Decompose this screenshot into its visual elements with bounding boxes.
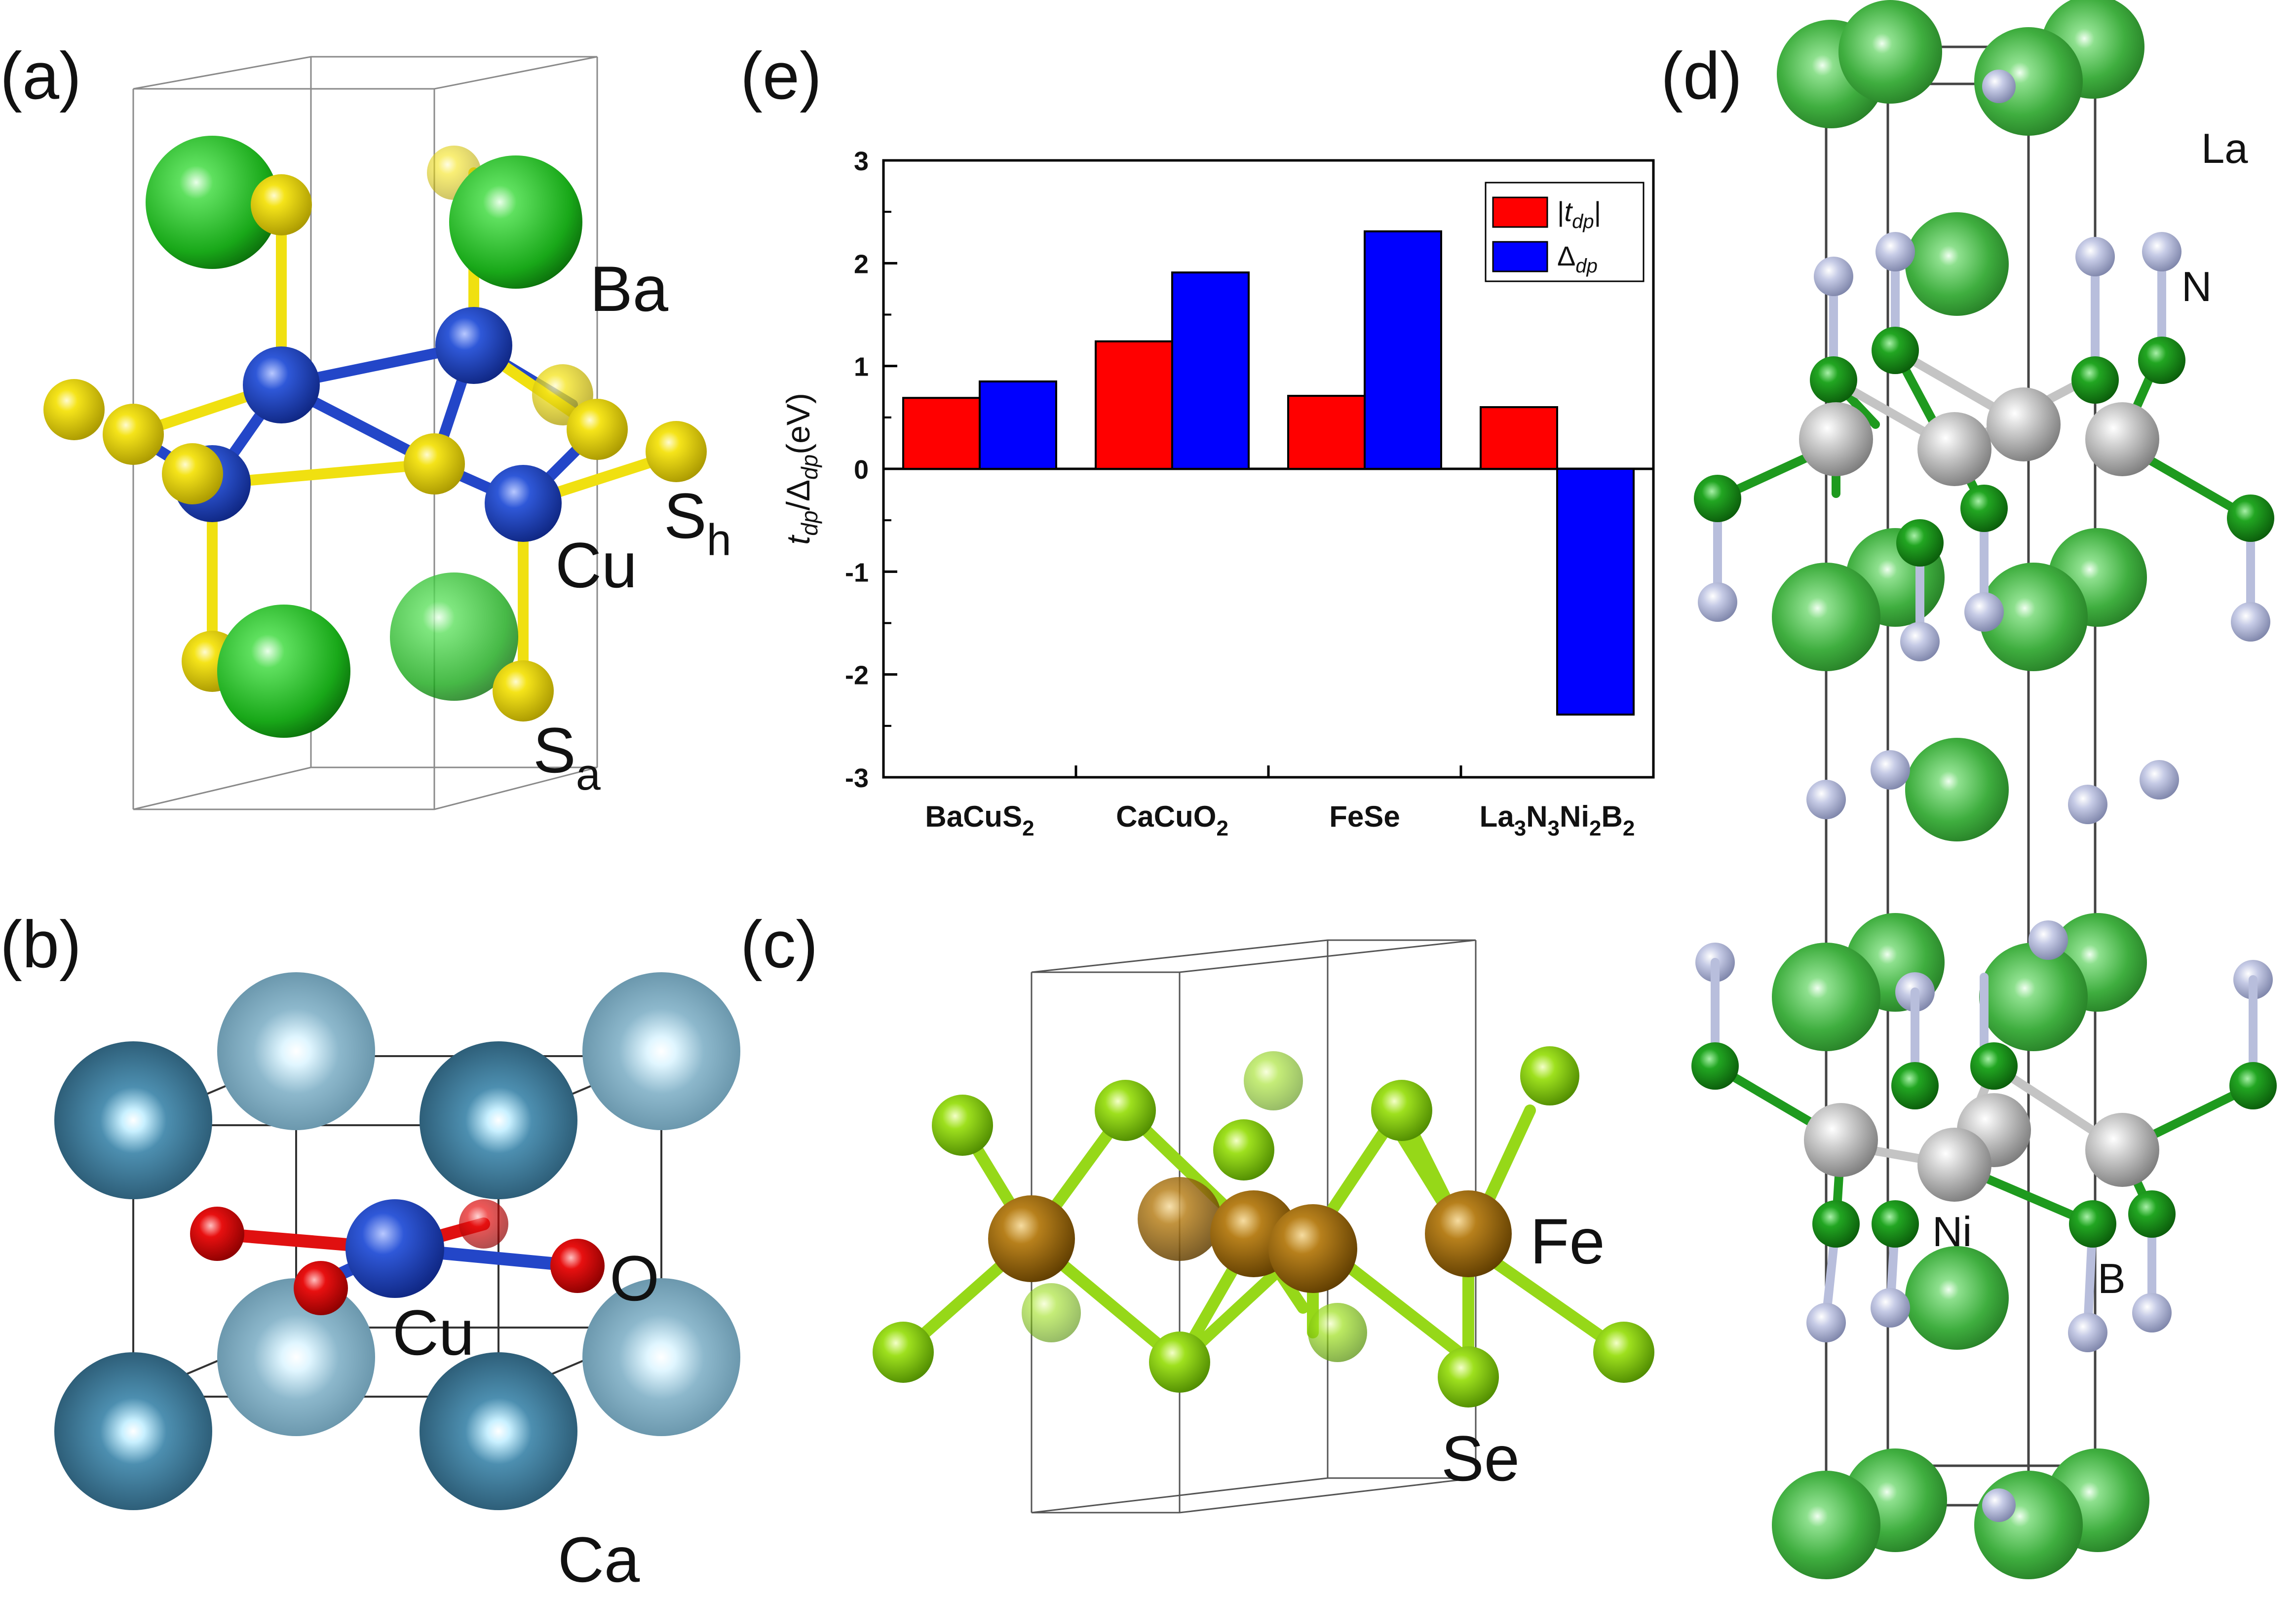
ca-atom	[54, 1352, 212, 1510]
o-label: O	[610, 1242, 659, 1314]
la-label: La	[2201, 125, 2248, 172]
legend-label: Δdp	[1557, 240, 1598, 277]
y-tick-label: -1	[845, 558, 869, 587]
x-category-label: FeSe	[1329, 800, 1400, 833]
fe-atom	[1268, 1204, 1357, 1293]
s-atom	[103, 404, 164, 465]
fe-atom	[988, 1195, 1075, 1282]
ca-atom	[420, 1041, 577, 1199]
ca-atom	[420, 1352, 577, 1510]
bar-delta-dp	[1556, 468, 1635, 716]
panel-b-cacuo2-structure: (b) Cu O Ca	[0, 907, 740, 1596]
bar-tdp	[1287, 395, 1366, 470]
x-category-label: BaCuS2	[925, 800, 1034, 840]
panel-e-label: (e)	[740, 38, 822, 113]
legend-swatch	[1492, 241, 1548, 272]
bar-delta-dp	[979, 380, 1057, 470]
legend-label: |tdp|	[1557, 196, 1601, 232]
se-atom	[873, 1322, 934, 1383]
se-atom	[1244, 1051, 1303, 1110]
y-tick-label: 3	[854, 147, 869, 176]
panel-a-bacus2-structure: (a)	[0, 38, 731, 810]
x-category-label: CaCuO2	[1116, 800, 1228, 840]
se-atom	[1438, 1346, 1499, 1408]
s-atom	[493, 660, 554, 722]
y-tick-label: 0	[854, 455, 869, 485]
y-tick-label: -2	[845, 661, 869, 690]
s-atom	[43, 379, 105, 440]
y-tick-label: 1	[854, 352, 869, 382]
ca-atom	[582, 972, 740, 1130]
panel-d-la3n3ni2b2-structure: (d)	[1661, 0, 2277, 1579]
ca-atom	[582, 1278, 740, 1436]
se-atom	[1213, 1119, 1274, 1180]
ba-atom	[390, 572, 518, 701]
cu-atom	[435, 307, 512, 384]
b-atoms	[1694, 327, 2274, 567]
bar-tdp	[1095, 340, 1173, 470]
se-label: Se	[1441, 1422, 1520, 1494]
se-atom	[1308, 1303, 1367, 1362]
o-atom	[190, 1207, 244, 1261]
fe-label: Fe	[1530, 1205, 1605, 1277]
legend-swatch	[1492, 196, 1548, 228]
cu-label: Cu	[392, 1296, 474, 1369]
y-tick-label: 2	[854, 249, 869, 279]
bar-delta-dp	[1364, 230, 1442, 470]
ba-label: Ba	[590, 253, 669, 325]
n-label: N	[2181, 264, 2212, 310]
ni-label: Ni	[1932, 1209, 1972, 1256]
s-atom	[251, 174, 312, 235]
ca-atom	[217, 1278, 375, 1436]
se-atom	[1095, 1080, 1156, 1141]
s-atom	[646, 421, 707, 482]
x-category-label: La3N3Ni2B2	[1480, 800, 1635, 840]
panel-d-label: (d)	[1661, 38, 1742, 113]
o-atom	[459, 1199, 508, 1249]
se-atom	[1593, 1322, 1654, 1383]
o-atom	[294, 1261, 348, 1315]
ni-atoms	[1799, 387, 2159, 486]
cu-atom	[243, 346, 320, 423]
y-axis-label: tdp/Δdp(eV)	[780, 393, 822, 545]
se-atom	[1371, 1080, 1432, 1141]
ca-atom	[217, 972, 375, 1130]
cu-atom	[485, 465, 562, 542]
s-atom	[404, 433, 465, 495]
panel-b-label: (b)	[0, 907, 81, 982]
n-atoms	[1814, 70, 2181, 296]
bar-tdp	[902, 397, 981, 470]
o-atom	[550, 1239, 605, 1293]
ba-atom	[146, 136, 279, 269]
y-tick-label: -3	[845, 763, 869, 793]
bar-tdp	[1480, 406, 1558, 470]
s-atom	[567, 399, 628, 460]
se-atom	[1520, 1046, 1579, 1105]
b-label: B	[2098, 1256, 2126, 1302]
ca-atom	[54, 1041, 212, 1199]
bar-delta-dp	[1171, 271, 1250, 470]
cu-label: Cu	[555, 529, 637, 601]
b-atoms	[1691, 1042, 2277, 1248]
sh-label: Sh	[664, 480, 731, 565]
fe-atom	[1425, 1190, 1512, 1277]
ba-atom	[449, 155, 582, 289]
ca-label: Ca	[558, 1523, 640, 1596]
panel-c-fese-structure: (c)	[740, 907, 1654, 1514]
fe-atom	[1138, 1177, 1222, 1261]
sa-label: Sa	[533, 714, 601, 799]
cu-atom	[345, 1199, 444, 1298]
se-atom	[932, 1095, 993, 1156]
panel-a-label: (a)	[0, 38, 81, 113]
se-atom	[1022, 1283, 1081, 1342]
ba-atom	[217, 605, 350, 738]
ni-atoms	[1804, 1093, 2159, 1202]
s-atom	[162, 443, 223, 504]
n-atoms	[1806, 1288, 2172, 1522]
se-atom	[1149, 1332, 1210, 1393]
panel-c-label: (c)	[740, 907, 818, 982]
